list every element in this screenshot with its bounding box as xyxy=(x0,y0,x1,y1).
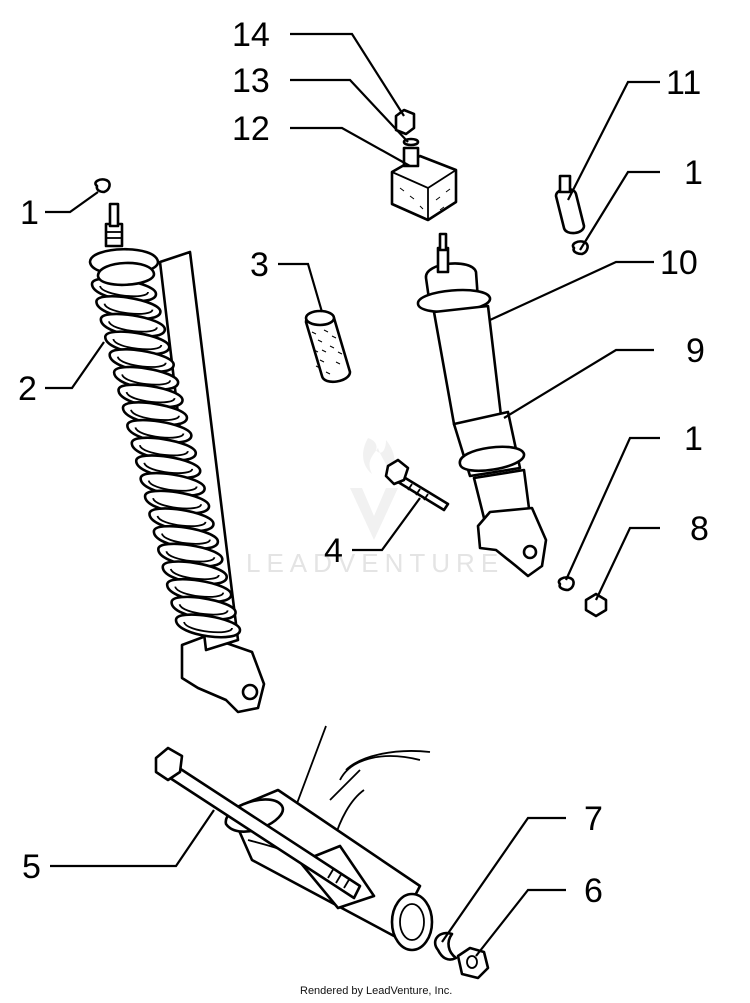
footer-credit: Rendered by LeadVenture, Inc. xyxy=(300,985,452,997)
callout-2: 2 xyxy=(18,370,37,408)
part-5-bolt xyxy=(154,746,362,900)
spring-coil-highlight xyxy=(103,303,154,315)
part-1-clip-left xyxy=(94,178,111,194)
spring-coil-highlight xyxy=(138,444,189,457)
part-11-stud xyxy=(554,174,586,235)
leader-5 xyxy=(50,809,215,868)
leader-10 xyxy=(489,260,654,321)
callout-11: 11 xyxy=(666,64,701,102)
spring-coil-highlight xyxy=(134,426,185,439)
leader-6 xyxy=(475,888,566,957)
callout-4: 4 xyxy=(324,532,343,570)
callout-numbers: 14 13 12 11 1 1 10 3 2 9 1 8 4 7 5 6 xyxy=(18,16,709,910)
spring-coil-highlight xyxy=(121,373,172,386)
spring-coil-highlight xyxy=(156,515,207,528)
part-8-nut xyxy=(584,592,608,618)
part-12-rubber-mount xyxy=(390,146,458,222)
callout-1-right-lower: 1 xyxy=(684,420,703,458)
leader-4 xyxy=(352,497,421,552)
part-1-clip-right-lower xyxy=(557,576,575,592)
spring-coil-highlight xyxy=(112,338,163,351)
spring-coil-highlight xyxy=(130,409,180,421)
part-14-nut xyxy=(394,108,416,136)
spring-coil-highlight xyxy=(178,603,229,616)
leader-lines xyxy=(45,32,660,957)
spring-coil-highlight xyxy=(183,621,233,634)
spring-coil-highlight xyxy=(152,497,202,510)
callout-12: 12 xyxy=(232,110,270,148)
watermark-text: LEADVENTURE xyxy=(246,548,504,578)
spring-coil-highlight xyxy=(116,356,167,368)
spring-coil-highlight xyxy=(165,550,216,563)
part-3-bump-stop xyxy=(304,309,352,384)
callout-8: 8 xyxy=(690,510,709,548)
callout-1-left: 1 xyxy=(20,194,39,232)
leader-1a xyxy=(45,191,99,214)
callout-10: 10 xyxy=(660,244,698,282)
callout-3: 3 xyxy=(250,246,269,284)
leader-2 xyxy=(45,341,105,390)
leader-3 xyxy=(278,262,324,313)
leader-1c xyxy=(564,436,660,581)
leader-7 xyxy=(441,816,566,943)
callout-14: 14 xyxy=(232,16,270,54)
callout-13: 13 xyxy=(232,62,270,100)
spring-coil-highlight xyxy=(143,462,194,474)
callout-7: 7 xyxy=(584,800,603,838)
swing-arm xyxy=(224,725,434,952)
spring-coil-highlight xyxy=(99,285,149,298)
leader-13 xyxy=(290,78,409,143)
part-6-nut xyxy=(456,946,490,980)
spring-coil-highlight xyxy=(174,586,225,598)
spring-coil-highlight xyxy=(161,533,211,545)
leader-11 xyxy=(567,80,660,201)
callout-9: 9 xyxy=(686,332,705,370)
leader-12 xyxy=(290,126,411,167)
spring-coil-highlight xyxy=(147,480,198,492)
watermark-logo xyxy=(350,438,398,540)
spring-coil-highlight xyxy=(169,568,220,581)
leader-9 xyxy=(503,348,654,419)
leader-14 xyxy=(290,32,405,117)
spring-coil-highlight xyxy=(107,320,158,333)
part-2-shock-absorber xyxy=(88,202,266,714)
callout-1-right-upper: 1 xyxy=(684,154,703,192)
part-7-washer xyxy=(433,931,458,961)
spring-coil-highlight xyxy=(125,391,176,404)
callout-5: 5 xyxy=(22,848,41,886)
part-10-damper-cap xyxy=(416,232,492,314)
part-4-bolt xyxy=(384,458,450,512)
callout-6: 6 xyxy=(584,872,603,910)
part-9-damper-body xyxy=(432,304,548,578)
leader-1b xyxy=(579,170,660,251)
leader-8 xyxy=(595,526,660,601)
